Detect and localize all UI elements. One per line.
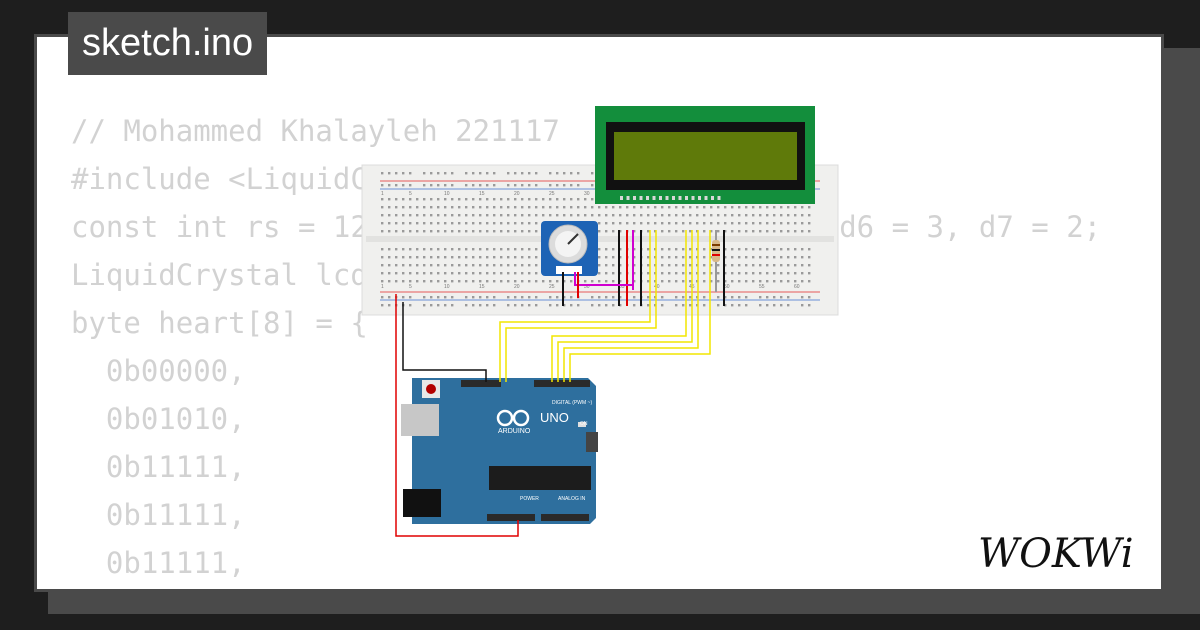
lcd-module	[595, 106, 815, 204]
potentiometer	[541, 221, 598, 276]
code-line: 0b01010,	[71, 402, 246, 436]
file-tab[interactable]: sketch.ino	[68, 12, 268, 75]
breadboard-column-number: 25	[549, 284, 555, 290]
arduino-wires	[395, 230, 711, 537]
arduino-board: UNO ARDUINO ON DIGITAL (PWM ~) ANALOG IN…	[401, 378, 598, 524]
breadboard-column-number: 25	[549, 191, 555, 197]
breadboard-column-number: 40	[654, 284, 660, 290]
breadboard-column-number: 5	[409, 284, 412, 290]
arduino-brand-label: ARDUINO	[498, 428, 531, 435]
breadboard-column-number: 30	[584, 191, 590, 197]
power-jack-icon	[403, 489, 441, 517]
arduino-model-label: UNO	[540, 410, 569, 425]
code-line: // Mohammed Khalayleh 221117	[71, 114, 560, 148]
arduino-power-label: POWER	[520, 496, 539, 502]
wokwi-logo: WOKWi	[978, 531, 1134, 577]
wokwi-logo-text: WOKWi	[978, 531, 1134, 577]
potentiometer-knob-icon	[567, 233, 579, 245]
breadboard-column-number: 10	[444, 191, 450, 197]
breadboard-column-number: 1	[381, 284, 384, 290]
code-line: 0b11111,	[71, 450, 246, 484]
breadboard-column-number: 5	[409, 191, 412, 197]
reset-button-icon	[426, 384, 436, 394]
usb-port-icon	[401, 404, 439, 436]
resistor-icon	[712, 230, 720, 292]
code-line: 0b00000,	[71, 354, 246, 388]
arduino-analog-label: ANALOG IN	[558, 496, 586, 502]
arduino-infinity-icon	[496, 409, 530, 427]
breadboard-column-number: 15	[479, 284, 485, 290]
breadboard-column-number: 15	[479, 191, 485, 197]
breadboard-column-number: 10	[444, 284, 450, 290]
breadboard-column-number: 35	[619, 284, 625, 290]
arduino-on-label: ON	[580, 421, 588, 427]
breadboard-column-number: 55	[759, 284, 765, 290]
breadboard-column-number: 20	[514, 284, 520, 290]
code-line: byte heart[8] = {	[71, 306, 368, 340]
breadboard-column-number: 50	[724, 284, 730, 290]
code-line: 0b11111,	[71, 498, 246, 532]
breadboard-column-number: 30	[584, 284, 590, 290]
breadboard-column-number: 20	[514, 191, 520, 197]
arduino-digital-label: DIGITAL (PWM ~)	[552, 400, 592, 406]
breadboard-column-number: 60	[794, 284, 800, 290]
breadboard-wires	[562, 230, 725, 306]
code-line: 0b11111,	[71, 546, 246, 580]
breadboard-column-number: 1	[381, 191, 384, 197]
lcd-pins	[620, 196, 721, 200]
